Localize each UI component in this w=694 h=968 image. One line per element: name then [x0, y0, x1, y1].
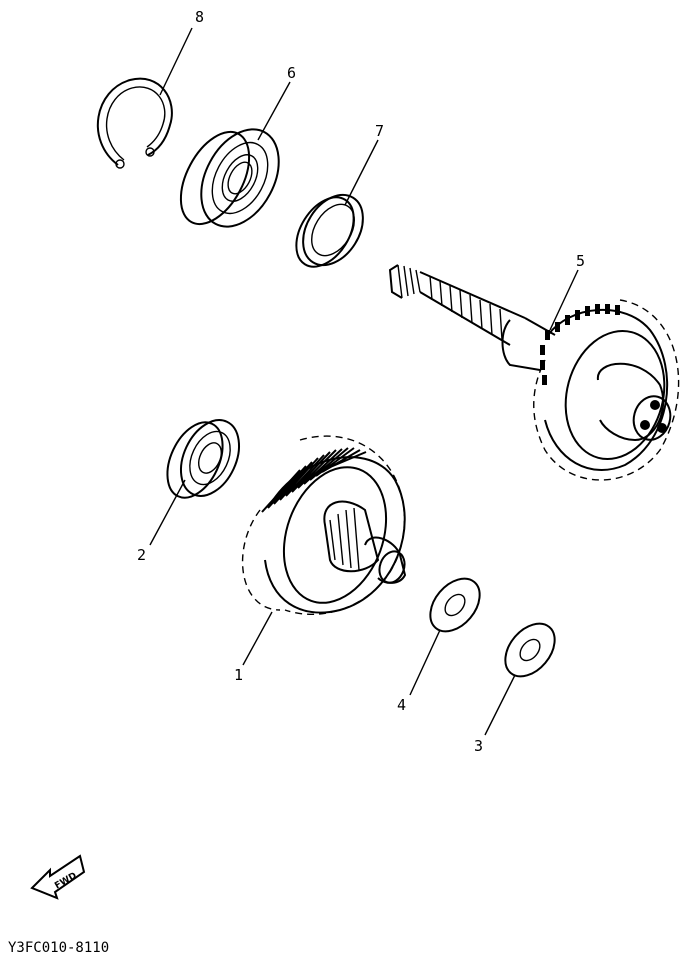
- bearing-part-6: [179, 128, 280, 228]
- callout-8: 8: [195, 8, 204, 26]
- drawing-code: Y3FC010-8110: [8, 940, 109, 956]
- leader-lines: [149, 27, 579, 736]
- callout-3: 3: [474, 737, 483, 755]
- washer-part-4: [429, 577, 481, 633]
- oil-seal-part-7: [295, 193, 364, 268]
- callout-6: 6: [287, 64, 296, 82]
- callout-4: 4: [397, 696, 406, 714]
- callout-1: 1: [234, 666, 243, 684]
- bearing-part-2: [166, 419, 241, 499]
- circlip-part-8: [96, 77, 173, 169]
- forward-arrow-icon: FWD: [30, 854, 86, 900]
- shaft-gear-part-5: [388, 264, 680, 481]
- callout-2: 2: [137, 546, 146, 564]
- callout-7: 7: [375, 122, 384, 140]
- fwd-label: FWD: [53, 871, 78, 891]
- washer-part-3: [504, 622, 556, 678]
- callout-5: 5: [576, 252, 585, 270]
- gear-part-1: [241, 435, 407, 615]
